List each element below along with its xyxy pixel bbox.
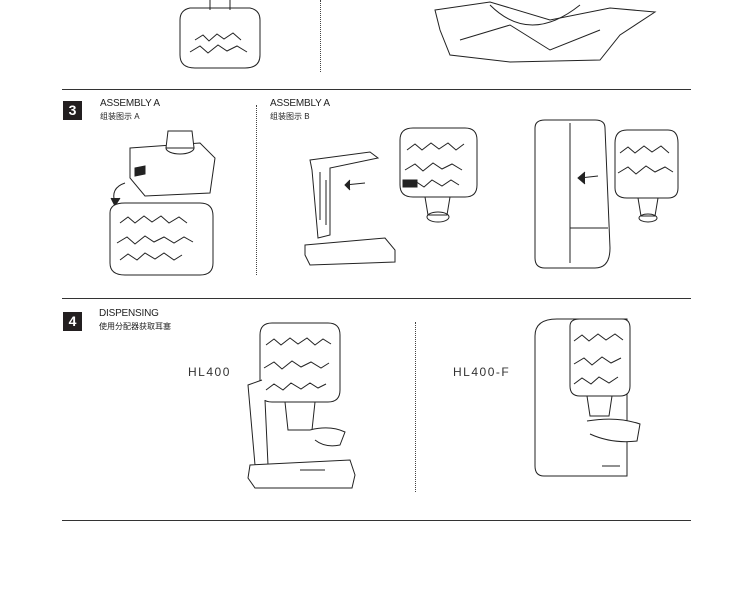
assembly-b-subtitle: 组装图示 B	[270, 112, 310, 121]
assembly-a-illustration	[109, 130, 216, 276]
hl400-f-dispensing-illustration	[534, 318, 641, 477]
model-label-hl400: HL400	[188, 365, 231, 379]
step-number-4: 4	[63, 312, 82, 331]
section-divider	[62, 520, 691, 521]
dispensing-subtitle: 使用分配器获取耳塞	[99, 322, 171, 331]
hl400-dispensing-illustration	[247, 322, 356, 489]
assembly-a-subtitle: 组装图示 A	[100, 112, 140, 121]
top-divider	[320, 0, 321, 72]
dispensing-title: DISPENSING	[99, 308, 159, 319]
section-divider	[62, 89, 691, 90]
section-divider	[62, 298, 691, 299]
assembly-b-bowl-illustration	[399, 127, 478, 223]
assembly-b-stand-illustration	[304, 151, 396, 266]
earplug-bag-illustration	[434, 1, 657, 63]
step-number-3: 3	[63, 101, 82, 120]
dispensing-divider	[415, 322, 416, 492]
assembly-b-wall-mount-illustration	[534, 119, 679, 269]
model-label-hl400-f: HL400-F	[453, 365, 511, 379]
dispenser-bowl-illustration	[179, 0, 261, 69]
assembly-divider	[256, 105, 257, 275]
assembly-b-title: ASSEMBLY A	[270, 98, 330, 109]
assembly-a-title: ASSEMBLY A	[100, 98, 160, 109]
